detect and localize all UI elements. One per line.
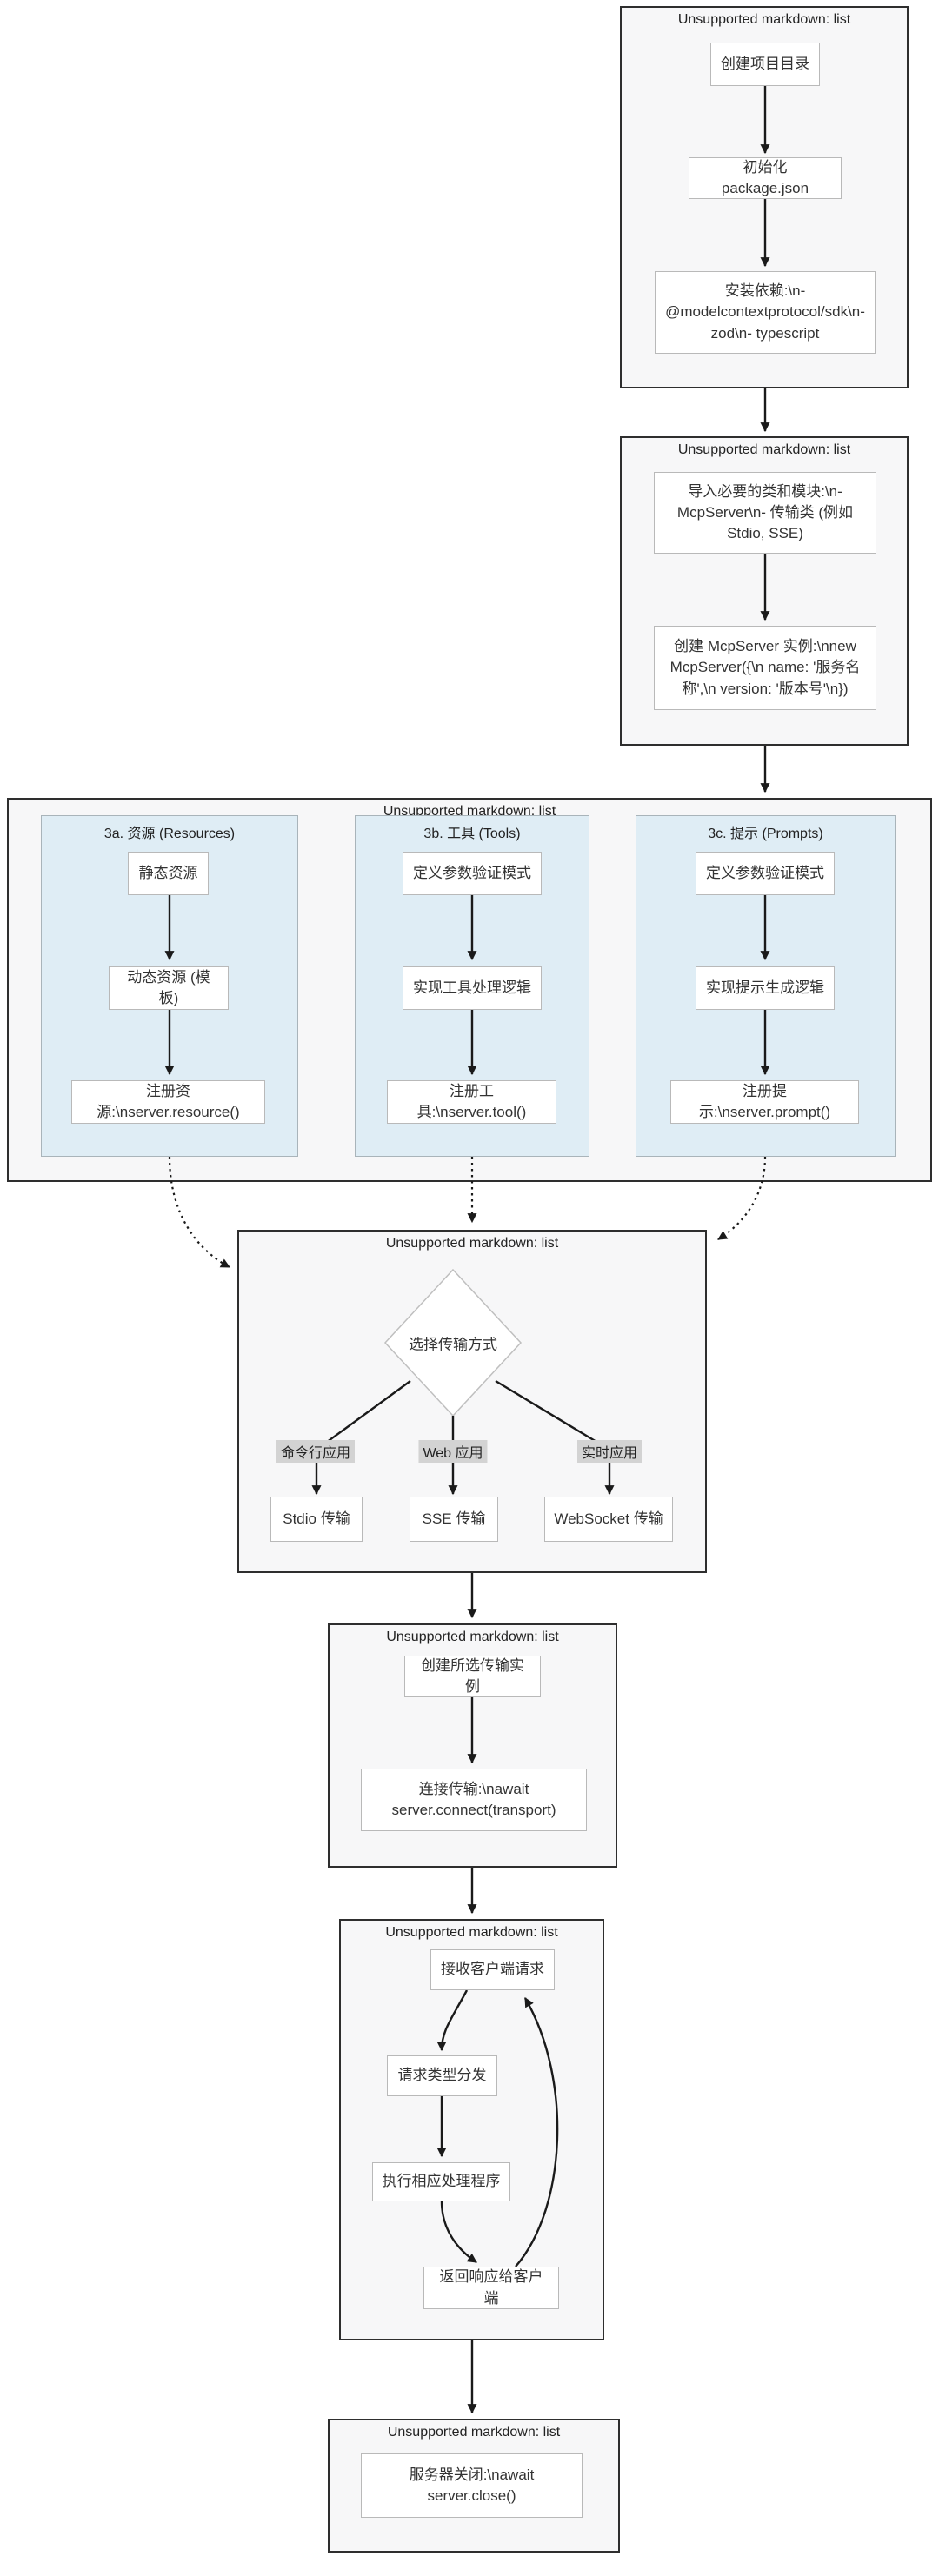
cluster-setup-title: Unsupported markdown: list [677,12,851,27]
node-tool-schema: 定义参数验证模式 [403,852,542,895]
node-prompt-schema: 定义参数验证模式 [696,852,835,895]
subcluster-resources-title: 3a. 资源 (Resources) [103,827,236,841]
node-connect-transport: 连接传输:\nawait server.connect(transport) [361,1769,587,1831]
node-install-deps: 安装依赖:\n- @modelcontextprotocol/sdk\n- zo… [655,271,876,354]
cluster-capabilities-title: Unsupported markdown: list [383,804,556,819]
node-create-mcpserver: 创建 McpServer 实例:\nnew McpServer({\n name… [654,626,876,710]
node-create-project-dir: 创建项目目录 [710,43,820,86]
node-tool-logic: 实现工具处理逻辑 [403,966,542,1010]
branch-label-cli: 命令行应用 [276,1440,356,1463]
branch-label-realtime: 实时应用 [576,1440,643,1463]
node-init-package-json: 初始化 package.json [689,157,842,199]
node-prompt-logic: 实现提示生成逻辑 [696,966,835,1010]
node-receive-request: 接收客户端请求 [430,1949,555,1990]
cluster-shutdown-title: Unsupported markdown: list [387,2425,561,2440]
node-dynamic-resource: 动态资源 (模板) [109,966,229,1010]
node-stdio-transport: Stdio 传输 [270,1497,363,1542]
node-websocket-transport: WebSocket 传输 [544,1497,673,1542]
decision-label: 选择传输方式 [409,1336,497,1353]
node-static-resource: 静态资源 [128,852,209,895]
node-create-transport-instance: 创建所选传输实例 [404,1656,541,1697]
node-register-prompt: 注册提示:\nserver.prompt() [670,1080,859,1124]
node-server-close: 服务器关闭:\nawait server.close() [361,2453,583,2518]
node-execute-handler: 执行相应处理程序 [372,2162,510,2201]
subcluster-tools-title: 3b. 工具 (Tools) [423,827,521,841]
node-register-resource: 注册资源:\nserver.resource() [71,1080,265,1124]
cluster-transport-title: Unsupported markdown: list [385,1236,559,1251]
cluster-runtime-title: Unsupported markdown: list [385,1925,558,1940]
node-import-modules: 导入必要的类和模块:\n- McpServer\n- 传输类 (例如 Stdio… [654,472,876,554]
cluster-connect-title: Unsupported markdown: list [386,1630,559,1644]
cluster-server-init-title: Unsupported markdown: list [677,442,851,457]
subcluster-prompts-title: 3c. 提示 (Prompts) [708,827,823,841]
node-dispatch-request: 请求类型分发 [387,2055,497,2096]
node-sse-transport: SSE 传输 [410,1497,498,1542]
branch-label-web: Web 应用 [418,1440,488,1463]
node-register-tool: 注册工具:\nserver.tool() [387,1080,556,1124]
node-return-response: 返回响应给客户端 [423,2267,559,2309]
